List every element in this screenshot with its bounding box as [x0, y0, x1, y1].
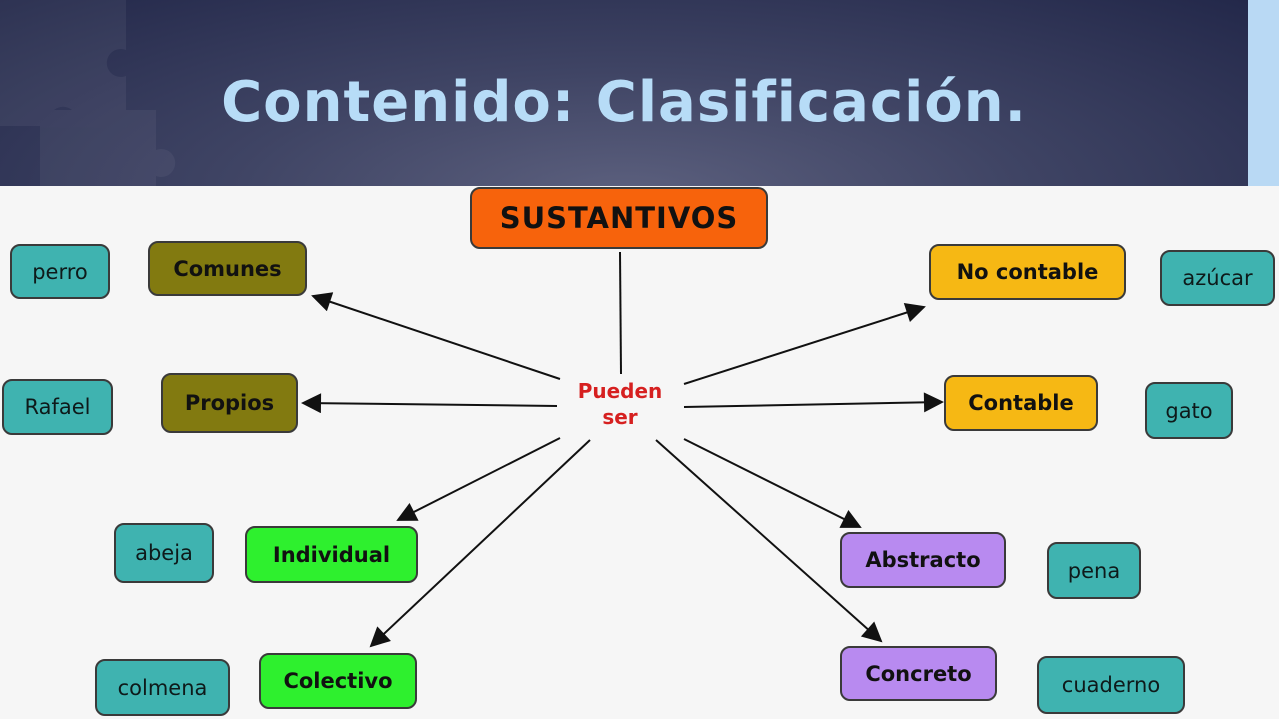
edge-individual [396, 437, 561, 521]
example-azucar: azúcar [1160, 250, 1275, 306]
example-abeja: abeja [114, 523, 214, 583]
slide-title: Contenido: Clasificación. [221, 70, 1027, 135]
category-comunes: Comunes [148, 241, 307, 296]
edge-propios [301, 393, 558, 414]
connector-label: Pueden ser [555, 378, 685, 430]
example-cuaderno: cuaderno [1037, 656, 1185, 714]
connector-word-2: ser [602, 405, 638, 429]
category-colectivo: Colectivo [259, 653, 417, 709]
root-node-sustantivos: SUSTANTIVOS [470, 187, 768, 249]
category-abstracto: Abstracto [840, 532, 1006, 588]
example-rafael: Rafael [2, 379, 113, 435]
example-colmena: colmena [95, 659, 230, 716]
puzzle-pattern-icon [0, 0, 176, 186]
category-propios: Propios [161, 373, 298, 433]
example-pena: pena [1047, 542, 1141, 599]
example-gato: gato [1145, 382, 1233, 439]
example-perro: perro [10, 244, 110, 299]
edge-abstracto [683, 438, 862, 528]
category-concreto: Concreto [840, 646, 997, 701]
connector-lines [301, 251, 944, 648]
category-no-contable: No contable [929, 244, 1126, 300]
edge-no-contable [683, 302, 926, 385]
edge-comunes [311, 292, 561, 380]
edge-concreto [655, 439, 883, 643]
edge-colectivo [369, 439, 591, 648]
connector-word-1: Pueden [577, 379, 663, 403]
category-individual: Individual [245, 526, 418, 583]
header-accent-bar [1248, 0, 1279, 186]
category-contable: Contable [944, 375, 1098, 431]
edge-contable [683, 392, 944, 413]
concept-map: SUSTANTIVOS Pueden ser Comunes perro Pro… [0, 186, 1279, 719]
slide-header: Contenido: Clasificación. [0, 0, 1248, 186]
edge-root [619, 251, 622, 375]
